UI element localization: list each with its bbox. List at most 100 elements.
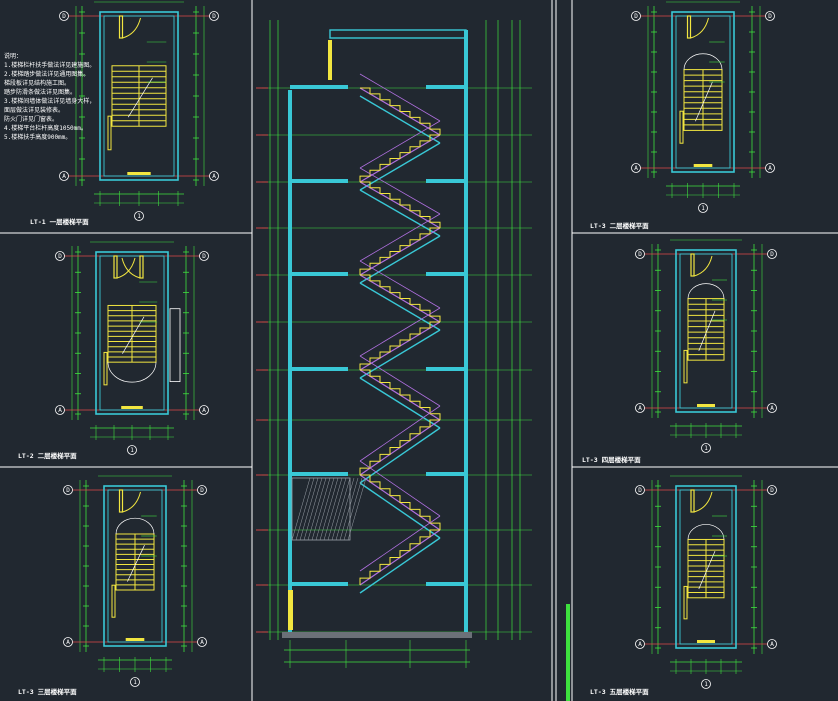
stair-handrail bbox=[359, 260, 441, 309]
note-line-6: 面层做法详见装修表。 bbox=[4, 106, 64, 114]
axis-bubble bbox=[199, 251, 209, 261]
wall-outer bbox=[95, 251, 169, 415]
wall-inner bbox=[679, 253, 733, 409]
panel-title-6: LT-3 五层楼梯平面 bbox=[590, 687, 649, 696]
axis-bubble-letter: 1 bbox=[133, 679, 137, 686]
axis-bubble-letter: 1 bbox=[704, 445, 708, 452]
hatch-stroke bbox=[315, 477, 335, 541]
axis-bubble-letter: A bbox=[200, 639, 204, 646]
stair-handrail bbox=[359, 355, 441, 407]
door-leaf bbox=[690, 489, 695, 513]
axis-bubble bbox=[701, 443, 711, 453]
wall-inner bbox=[675, 15, 731, 169]
axis-bubble bbox=[55, 251, 65, 261]
stair-direction-arrow bbox=[127, 77, 153, 118]
note-line-8: 4.楼梯平台栏杆高度1050mm。 bbox=[4, 124, 87, 132]
hatch-stroke bbox=[327, 477, 347, 541]
axis-bubble-letter: 1 bbox=[701, 205, 705, 212]
note-line-1: 1.楼梯栏杆扶手做法详见建施图。 bbox=[4, 61, 95, 69]
stair-direction-arrow bbox=[698, 310, 716, 352]
stair-tread-profile bbox=[359, 321, 440, 370]
section-wall-left bbox=[288, 90, 292, 632]
hatch-stroke bbox=[335, 477, 355, 541]
stair-handrail bbox=[359, 73, 441, 122]
door-leaf bbox=[118, 15, 124, 39]
axis-bubble bbox=[767, 249, 777, 259]
axis-bubble-letter: D bbox=[66, 487, 70, 494]
stair-section-drawing bbox=[256, 20, 532, 668]
stair-handrail bbox=[359, 460, 441, 517]
axis-bubble-letter: A bbox=[202, 407, 206, 414]
section-wall-right bbox=[464, 30, 468, 632]
side-window-box bbox=[169, 308, 181, 383]
section-floor-slab bbox=[290, 179, 348, 183]
door-swing-arc bbox=[693, 491, 713, 513]
section-floor-slab bbox=[426, 367, 466, 371]
axis-bubble-letter: D bbox=[200, 487, 204, 494]
hatch-stroke bbox=[311, 477, 331, 541]
hatch-stroke bbox=[331, 477, 351, 541]
axis-bubble-letter: A bbox=[638, 405, 642, 412]
stair-tread-profile bbox=[359, 134, 440, 182]
axis-bubble bbox=[631, 163, 641, 173]
axis-bubble-letter: 1 bbox=[137, 213, 141, 220]
axis-bubble bbox=[765, 11, 775, 21]
axis-bubble bbox=[134, 211, 144, 221]
door-swing-arc bbox=[693, 255, 713, 277]
wall-outer bbox=[675, 485, 737, 649]
door-leaf bbox=[686, 15, 692, 39]
stair-tread-profile bbox=[359, 419, 440, 475]
axis-bubble bbox=[767, 639, 777, 649]
door-leaf bbox=[690, 253, 695, 277]
axis-bubble bbox=[767, 485, 777, 495]
axis-bubble-letter: D bbox=[770, 251, 774, 258]
threshold-plate bbox=[697, 640, 715, 643]
axis-bubble-letter: A bbox=[770, 641, 774, 648]
axis-bubble bbox=[635, 403, 645, 413]
stair-tread-profile bbox=[360, 274, 441, 322]
axis-bubble-letter: A bbox=[66, 639, 70, 646]
door-swing-arc bbox=[122, 491, 141, 513]
section-hatch-zone bbox=[291, 477, 367, 541]
wall-outer bbox=[675, 249, 737, 413]
stair-handrail bbox=[359, 405, 441, 462]
stair-flight-underside bbox=[359, 377, 441, 429]
section-floor-slab bbox=[426, 472, 466, 476]
handrail-bar bbox=[679, 110, 684, 144]
panel-title-1: LT-1 一层楼梯平面 bbox=[30, 217, 89, 226]
note-line-4: 踏步防滑条做法详见图集。 bbox=[4, 88, 76, 96]
axis-bubble bbox=[63, 485, 73, 495]
door-swing-arc bbox=[121, 257, 141, 279]
notes-block: 说明： 1.楼梯栏杆扶手做法详见建施图。 2.楼梯踏步做法详见通用图集。 梯段板… bbox=[4, 52, 95, 141]
axis-bubble bbox=[631, 11, 641, 21]
panel-title-4: LT-3 二层楼梯平面 bbox=[590, 221, 649, 230]
note-line-2: 2.楼梯踏步做法详见通用图集。 bbox=[4, 70, 89, 78]
panel-title-2: LT-2 二层楼梯平面 bbox=[18, 451, 77, 460]
stair-tread-profile bbox=[359, 227, 440, 275]
hatch-stroke bbox=[291, 477, 311, 541]
axis-bubble bbox=[199, 405, 209, 415]
stair-flight-underside bbox=[359, 235, 441, 284]
wall-inner bbox=[99, 255, 165, 411]
section-floor-slab bbox=[290, 367, 348, 371]
axis-bubble-letter: A bbox=[638, 641, 642, 648]
panel-title-5: LT-3 四层楼梯平面 bbox=[582, 455, 641, 464]
door-leaf bbox=[139, 255, 144, 279]
section-floor-slab bbox=[290, 85, 348, 89]
stair-direction-arrow bbox=[127, 545, 145, 582]
axis-bubble bbox=[635, 639, 645, 649]
axis-bubble bbox=[765, 163, 775, 173]
handrail-bar bbox=[111, 584, 116, 618]
hatch-stroke bbox=[303, 477, 323, 541]
stair-tread-profile bbox=[360, 181, 441, 228]
axis-bubble-letter: D bbox=[770, 487, 774, 494]
axis-bubble-letter: D bbox=[638, 487, 642, 494]
hatch-outline bbox=[291, 477, 351, 541]
handrail-bar bbox=[683, 349, 688, 384]
axis-bubble-letter: A bbox=[768, 165, 772, 172]
axis-bubble-letter: D bbox=[212, 13, 216, 20]
axis-bubble bbox=[635, 249, 645, 259]
threshold-plate bbox=[121, 406, 143, 409]
